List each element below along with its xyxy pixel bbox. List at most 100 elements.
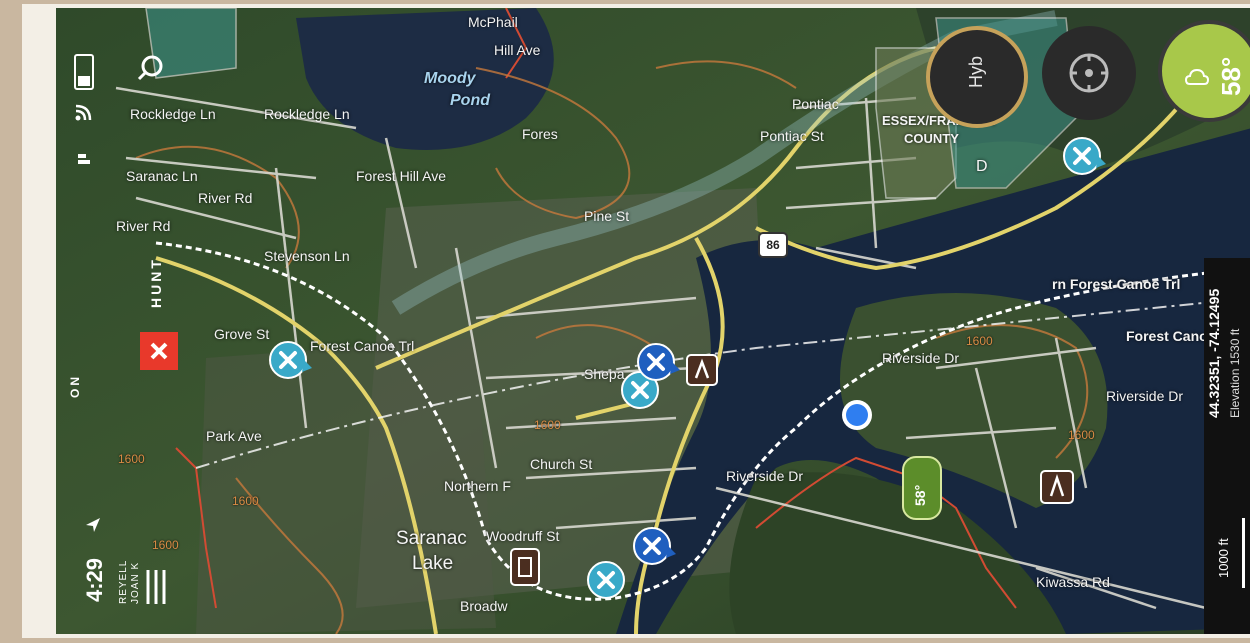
- phone-status-column: ON HUNT 4:29 REYELL JOAN K: [56, 8, 178, 634]
- status-time: 4:29: [82, 557, 107, 602]
- contour-line: [235, 477, 344, 634]
- compass-button[interactable]: [1042, 26, 1136, 120]
- street-label: Riverside Dr: [726, 468, 804, 484]
- waypoint-pin[interactable]: [636, 340, 680, 384]
- boat-launch-icon[interactable]: [1040, 470, 1074, 504]
- weather-temp: 58°: [1216, 56, 1246, 96]
- wifi-icon: [75, 104, 92, 121]
- scale-label: 1000 ft: [1216, 538, 1231, 578]
- street-label: Shepa: [584, 366, 625, 382]
- search-button[interactable]: [136, 54, 166, 84]
- contour-line: [475, 67, 631, 220]
- layer-toggle-button[interactable]: Hyb: [926, 26, 1028, 128]
- contour-line: [935, 324, 1089, 459]
- route-86-shield: 86: [758, 232, 788, 258]
- waypoint-pin[interactable]: [268, 338, 312, 382]
- land-boundary-west: [175, 447, 217, 609]
- contour-label: 1600: [534, 418, 561, 432]
- street-label: Pontiac St: [760, 128, 824, 144]
- x-marker-icon: [621, 371, 659, 409]
- user-location-dot: [842, 400, 872, 430]
- street-label: Pontiac: [792, 96, 839, 112]
- contour-label: 1600: [966, 334, 993, 348]
- street-label: River Rd: [198, 190, 253, 206]
- street-label: McPhail: [468, 14, 518, 30]
- land-boundary-north: [505, 8, 528, 79]
- street-label: Park Ave: [206, 428, 262, 444]
- street-label: Broadw: [460, 598, 508, 614]
- northern-forest-canoe-trail: [155, 241, 1250, 601]
- street-label: rn Forest Canoe Trl: [1052, 276, 1181, 292]
- waypoint-pin[interactable]: [620, 368, 664, 412]
- town-label-saranac: Saranac: [396, 528, 467, 549]
- contour-label: 1600: [232, 494, 259, 508]
- x-marker-icon: [633, 527, 676, 565]
- fuel-station-icon[interactable]: [510, 548, 540, 586]
- street-label: Fores: [522, 126, 558, 142]
- town-label-lake: Lake: [412, 553, 454, 574]
- water-label-pond: Pond: [450, 92, 490, 109]
- waypoint-pin[interactable]: [586, 558, 630, 602]
- street-label: Grove St: [214, 326, 270, 342]
- street-label: Stevenson Ln: [264, 248, 350, 264]
- street-label: D: [976, 158, 988, 175]
- brand-on: ON: [68, 374, 82, 398]
- hamburger-menu-button[interactable]: [144, 568, 168, 606]
- street-label: Forest Hill Ave: [356, 168, 446, 184]
- street-label: Northern F: [444, 478, 511, 494]
- location-arrow-icon: [86, 518, 100, 532]
- street-label: Kiwassa Rd: [1036, 574, 1110, 590]
- coordinate-readout: 44.32351, -74.12495: [1206, 288, 1222, 418]
- street-label: Forest Canoe Trl: [310, 338, 415, 354]
- x-marker-icon: [637, 343, 680, 381]
- street-label: Hill Ave: [494, 42, 541, 58]
- contour-line: [535, 324, 657, 349]
- street-label: Woodruff St: [486, 528, 560, 544]
- street-label: Rockledge Ln: [130, 106, 216, 122]
- onx-logo-icon: [140, 332, 178, 370]
- map-weather-chip[interactable]: 58°: [902, 456, 942, 520]
- water-label-moody: Moody: [424, 70, 476, 87]
- contour-label: 1600: [118, 452, 145, 466]
- x-marker-icon: [1063, 137, 1106, 175]
- contour-line: [135, 145, 300, 269]
- contour-label: 1600: [1068, 428, 1095, 442]
- county-label-2: COUNTY: [904, 131, 959, 146]
- info-strip: 44.32351, -74.12495 Elevation 1530 ft 10…: [1204, 258, 1250, 634]
- street-label: Pine St: [584, 208, 630, 224]
- elevation-readout: Elevation 1530 ft: [1228, 328, 1242, 418]
- county-line: [195, 297, 1250, 469]
- search-icon: [137, 55, 163, 81]
- user-line-1: REYELL: [118, 559, 129, 604]
- street-label: Riverside Dr: [882, 350, 960, 366]
- x-marker-icon: [587, 561, 625, 599]
- street-label: Saranac Ln: [126, 168, 198, 184]
- user-line-2: JOAN K: [130, 561, 141, 604]
- signal-icon: [78, 154, 90, 164]
- state-land-parcel-nw: [145, 8, 237, 79]
- battery-icon: [74, 54, 94, 90]
- brand-hunt: HUNT: [148, 257, 164, 308]
- waypoint-pin[interactable]: [1062, 134, 1106, 178]
- highlighted-corridor: [391, 10, 1058, 315]
- menu-icon: [146, 570, 166, 604]
- contour-line: [655, 60, 797, 89]
- street-label: Church St: [530, 456, 593, 472]
- boat-launch-icon[interactable]: [686, 354, 718, 386]
- layer-label: Hyb: [966, 55, 986, 88]
- x-marker-icon: [269, 341, 312, 379]
- waypoint-pin[interactable]: [632, 524, 676, 568]
- moody-pond: [296, 8, 554, 150]
- main-roads: [155, 46, 1188, 634]
- map-weather-temp: 58°: [912, 484, 928, 506]
- riverside-peninsula: [840, 293, 1108, 508]
- cloud-icon: [1184, 68, 1210, 85]
- street-label: Rockledge Ln: [264, 106, 350, 122]
- street-label: River Rd: [116, 218, 171, 234]
- weather-button[interactable]: 58°: [1158, 20, 1250, 122]
- scale-bar: [1242, 518, 1245, 588]
- satellite-map[interactable]: Moody Pond Saranac Lake ESSEX/FRANKLIN C…: [56, 8, 1250, 634]
- contour-label: 1600: [152, 538, 179, 552]
- compass-icon: [1069, 53, 1109, 93]
